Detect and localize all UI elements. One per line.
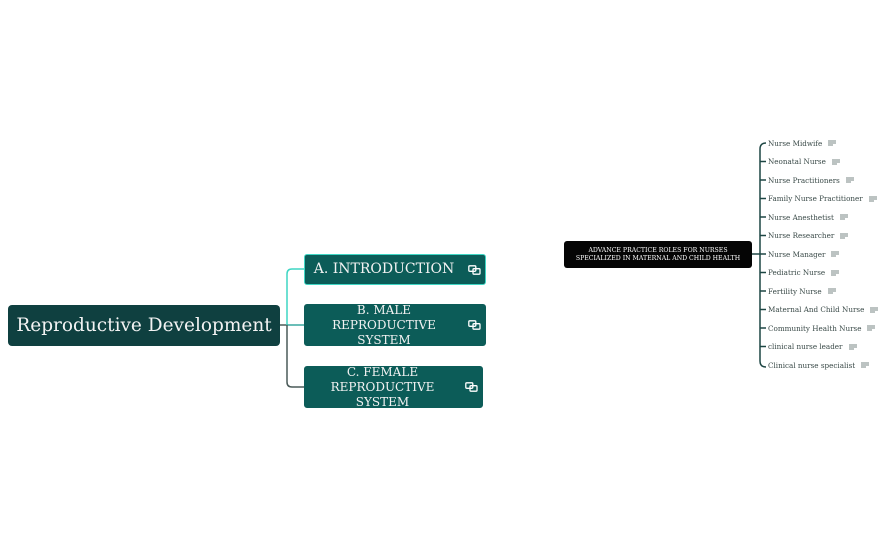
- notes-icon[interactable]: [840, 233, 849, 239]
- link-icon[interactable]: [463, 264, 485, 275]
- central-topic-label: Reproductive Development: [16, 315, 272, 336]
- notes-icon[interactable]: [828, 140, 837, 146]
- notes-icon[interactable]: [870, 307, 878, 313]
- subtopic-label: Clinical nurse specialist: [768, 360, 856, 370]
- subtopic-label: Nurse Anesthetist: [768, 212, 834, 222]
- subtopic-nurse-manager[interactable]: Nurse Manager: [768, 248, 840, 260]
- subtopic-clinical-nurse-specialist[interactable]: Clinical nurse specialist: [768, 359, 870, 371]
- subtopic-label: Nurse Midwife: [768, 138, 823, 148]
- subtopic-family-nurse-practitioner[interactable]: Family Nurse Practitioner: [768, 193, 877, 205]
- floating-topic-line-1: ADVANCE PRACTICE ROLES FOR NURSES: [588, 246, 728, 254]
- floating-topic-advance-practice-roles[interactable]: ADVANCE PRACTICE ROLES FOR NURSES SPECIA…: [564, 241, 752, 268]
- subtopic-label: Family Nurse Practitioner: [768, 194, 863, 203]
- link-icon[interactable]: [463, 320, 485, 330]
- notes-icon[interactable]: [839, 214, 848, 220]
- subtopic-label: Community Health Nurse: [768, 323, 862, 333]
- notes-icon[interactable]: [868, 196, 877, 202]
- notes-icon[interactable]: [845, 177, 854, 183]
- notes-icon[interactable]: [831, 159, 840, 165]
- branch-male-reproductive-system[interactable]: B. MALE REPRODUCTIVE SYSTEM: [304, 302, 486, 347]
- subtopic-neonatal-nurse[interactable]: Neonatal Nurse: [768, 156, 840, 168]
- branch-label: C. FEMALE REPRODUCTIVE SYSTEM: [330, 364, 435, 409]
- notes-icon[interactable]: [831, 270, 840, 276]
- subtopic-clinical-nurse-leader[interactable]: clinical nurse leader: [768, 341, 857, 353]
- notes-icon[interactable]: [831, 251, 840, 257]
- branch-label: B. MALE REPRODUCTIVE SYSTEM: [332, 302, 436, 347]
- subtopic-label: Pediatric Nurse: [768, 268, 826, 277]
- link-icon[interactable]: [460, 382, 482, 392]
- subtopic-label: clinical nurse leader: [768, 342, 843, 351]
- subtopic-label: Nurse Researcher: [768, 231, 835, 240]
- subtopic-nurse-midwife[interactable]: Nurse Midwife: [768, 137, 837, 149]
- central-topic[interactable]: Reproductive Development: [8, 305, 280, 346]
- subtopic-label: Nurse Manager: [768, 249, 826, 259]
- branch-introduction[interactable]: A. INTRODUCTION: [304, 254, 486, 285]
- subtopic-nurse-researcher[interactable]: Nurse Researcher: [768, 230, 849, 242]
- branch-label: A. INTRODUCTION: [313, 261, 455, 277]
- subtopic-label: Fertility Nurse: [768, 286, 822, 296]
- subtopic-maternal-and-child-nurse[interactable]: Maternal And Child Nurse: [768, 304, 878, 316]
- subtopic-nurse-anesthetist[interactable]: Nurse Anesthetist: [768, 211, 848, 223]
- subtopic-nurse-practitioners[interactable]: Nurse Practitioners: [768, 174, 854, 186]
- notes-icon[interactable]: [861, 362, 870, 368]
- subtopic-community-health-nurse[interactable]: Community Health Nurse: [768, 322, 876, 334]
- subtopic-label: Nurse Practitioners: [768, 175, 840, 185]
- subtopic-label: Maternal And Child Nurse: [768, 305, 865, 314]
- notes-icon[interactable]: [827, 288, 836, 294]
- subtopic-pediatric-nurse[interactable]: Pediatric Nurse: [768, 267, 840, 279]
- subtopic-label: Neonatal Nurse: [768, 157, 826, 166]
- subtopic-fertility-nurse[interactable]: Fertility Nurse: [768, 285, 836, 297]
- floating-topic-line-2: SPECIALIZED IN MATERNAL AND CHILD HEALTH: [575, 254, 741, 262]
- branch-female-reproductive-system[interactable]: C. FEMALE REPRODUCTIVE SYSTEM: [304, 364, 483, 409]
- notes-icon[interactable]: [848, 344, 857, 350]
- notes-icon[interactable]: [867, 325, 876, 331]
